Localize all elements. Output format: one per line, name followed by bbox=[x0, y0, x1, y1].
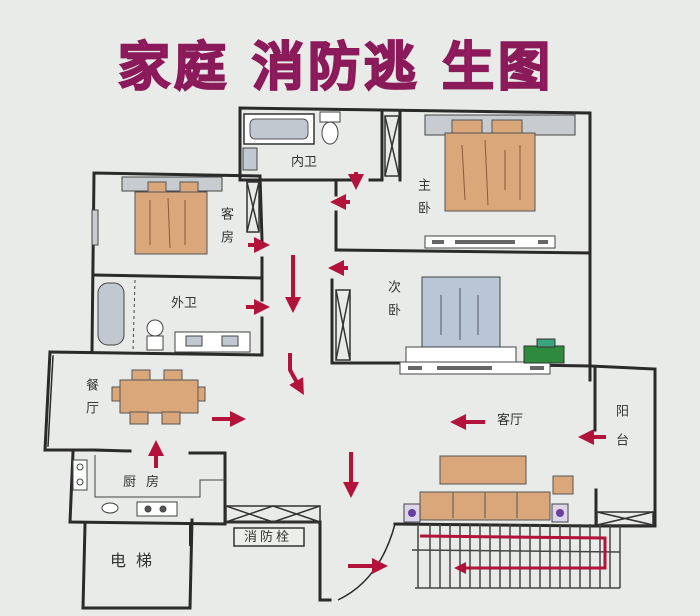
title-part-1: 家庭 bbox=[117, 37, 231, 99]
label-guest-bath: 外卫 bbox=[171, 296, 198, 311]
green-cabinet bbox=[523, 345, 565, 364]
guest-bath-fixtures bbox=[97, 279, 251, 353]
label-master-bath: 内卫 bbox=[291, 155, 318, 170]
label-fire-hydrant: 消防栓 bbox=[244, 530, 293, 545]
entrance-door-swing bbox=[337, 523, 396, 601]
living-room-furniture bbox=[403, 455, 574, 523]
wardrobes bbox=[225, 115, 654, 526]
label-dining: 餐厅 bbox=[83, 378, 98, 424]
label-balcony: 阳台 bbox=[613, 404, 628, 462]
escape-route-arrows bbox=[148, 172, 607, 574]
label-second-bedroom: 次卧 bbox=[385, 280, 400, 326]
label-living-room: 客厅 bbox=[497, 413, 524, 428]
guest-bed bbox=[91, 176, 223, 255]
label-guest-room: 客房 bbox=[218, 207, 233, 253]
label-elevator: 电梯 bbox=[110, 551, 163, 570]
dining-table bbox=[111, 369, 206, 425]
master-bed bbox=[424, 114, 576, 249]
label-master-bedroom: 主卧 bbox=[415, 178, 430, 224]
fire-hydrant-box bbox=[233, 527, 305, 547]
page-title: 家庭 消防逃 生图 bbox=[117, 22, 555, 102]
kitchen-fixtures bbox=[72, 455, 225, 517]
master-bath-fixtures bbox=[242, 111, 341, 171]
title-part-2: 消防逃 bbox=[251, 37, 421, 99]
title-part-3: 生图 bbox=[441, 37, 555, 99]
walls bbox=[43, 106, 657, 610]
second-bed bbox=[399, 276, 565, 375]
stairs bbox=[411, 524, 621, 589]
label-kitchen: 厨房 bbox=[123, 475, 170, 490]
